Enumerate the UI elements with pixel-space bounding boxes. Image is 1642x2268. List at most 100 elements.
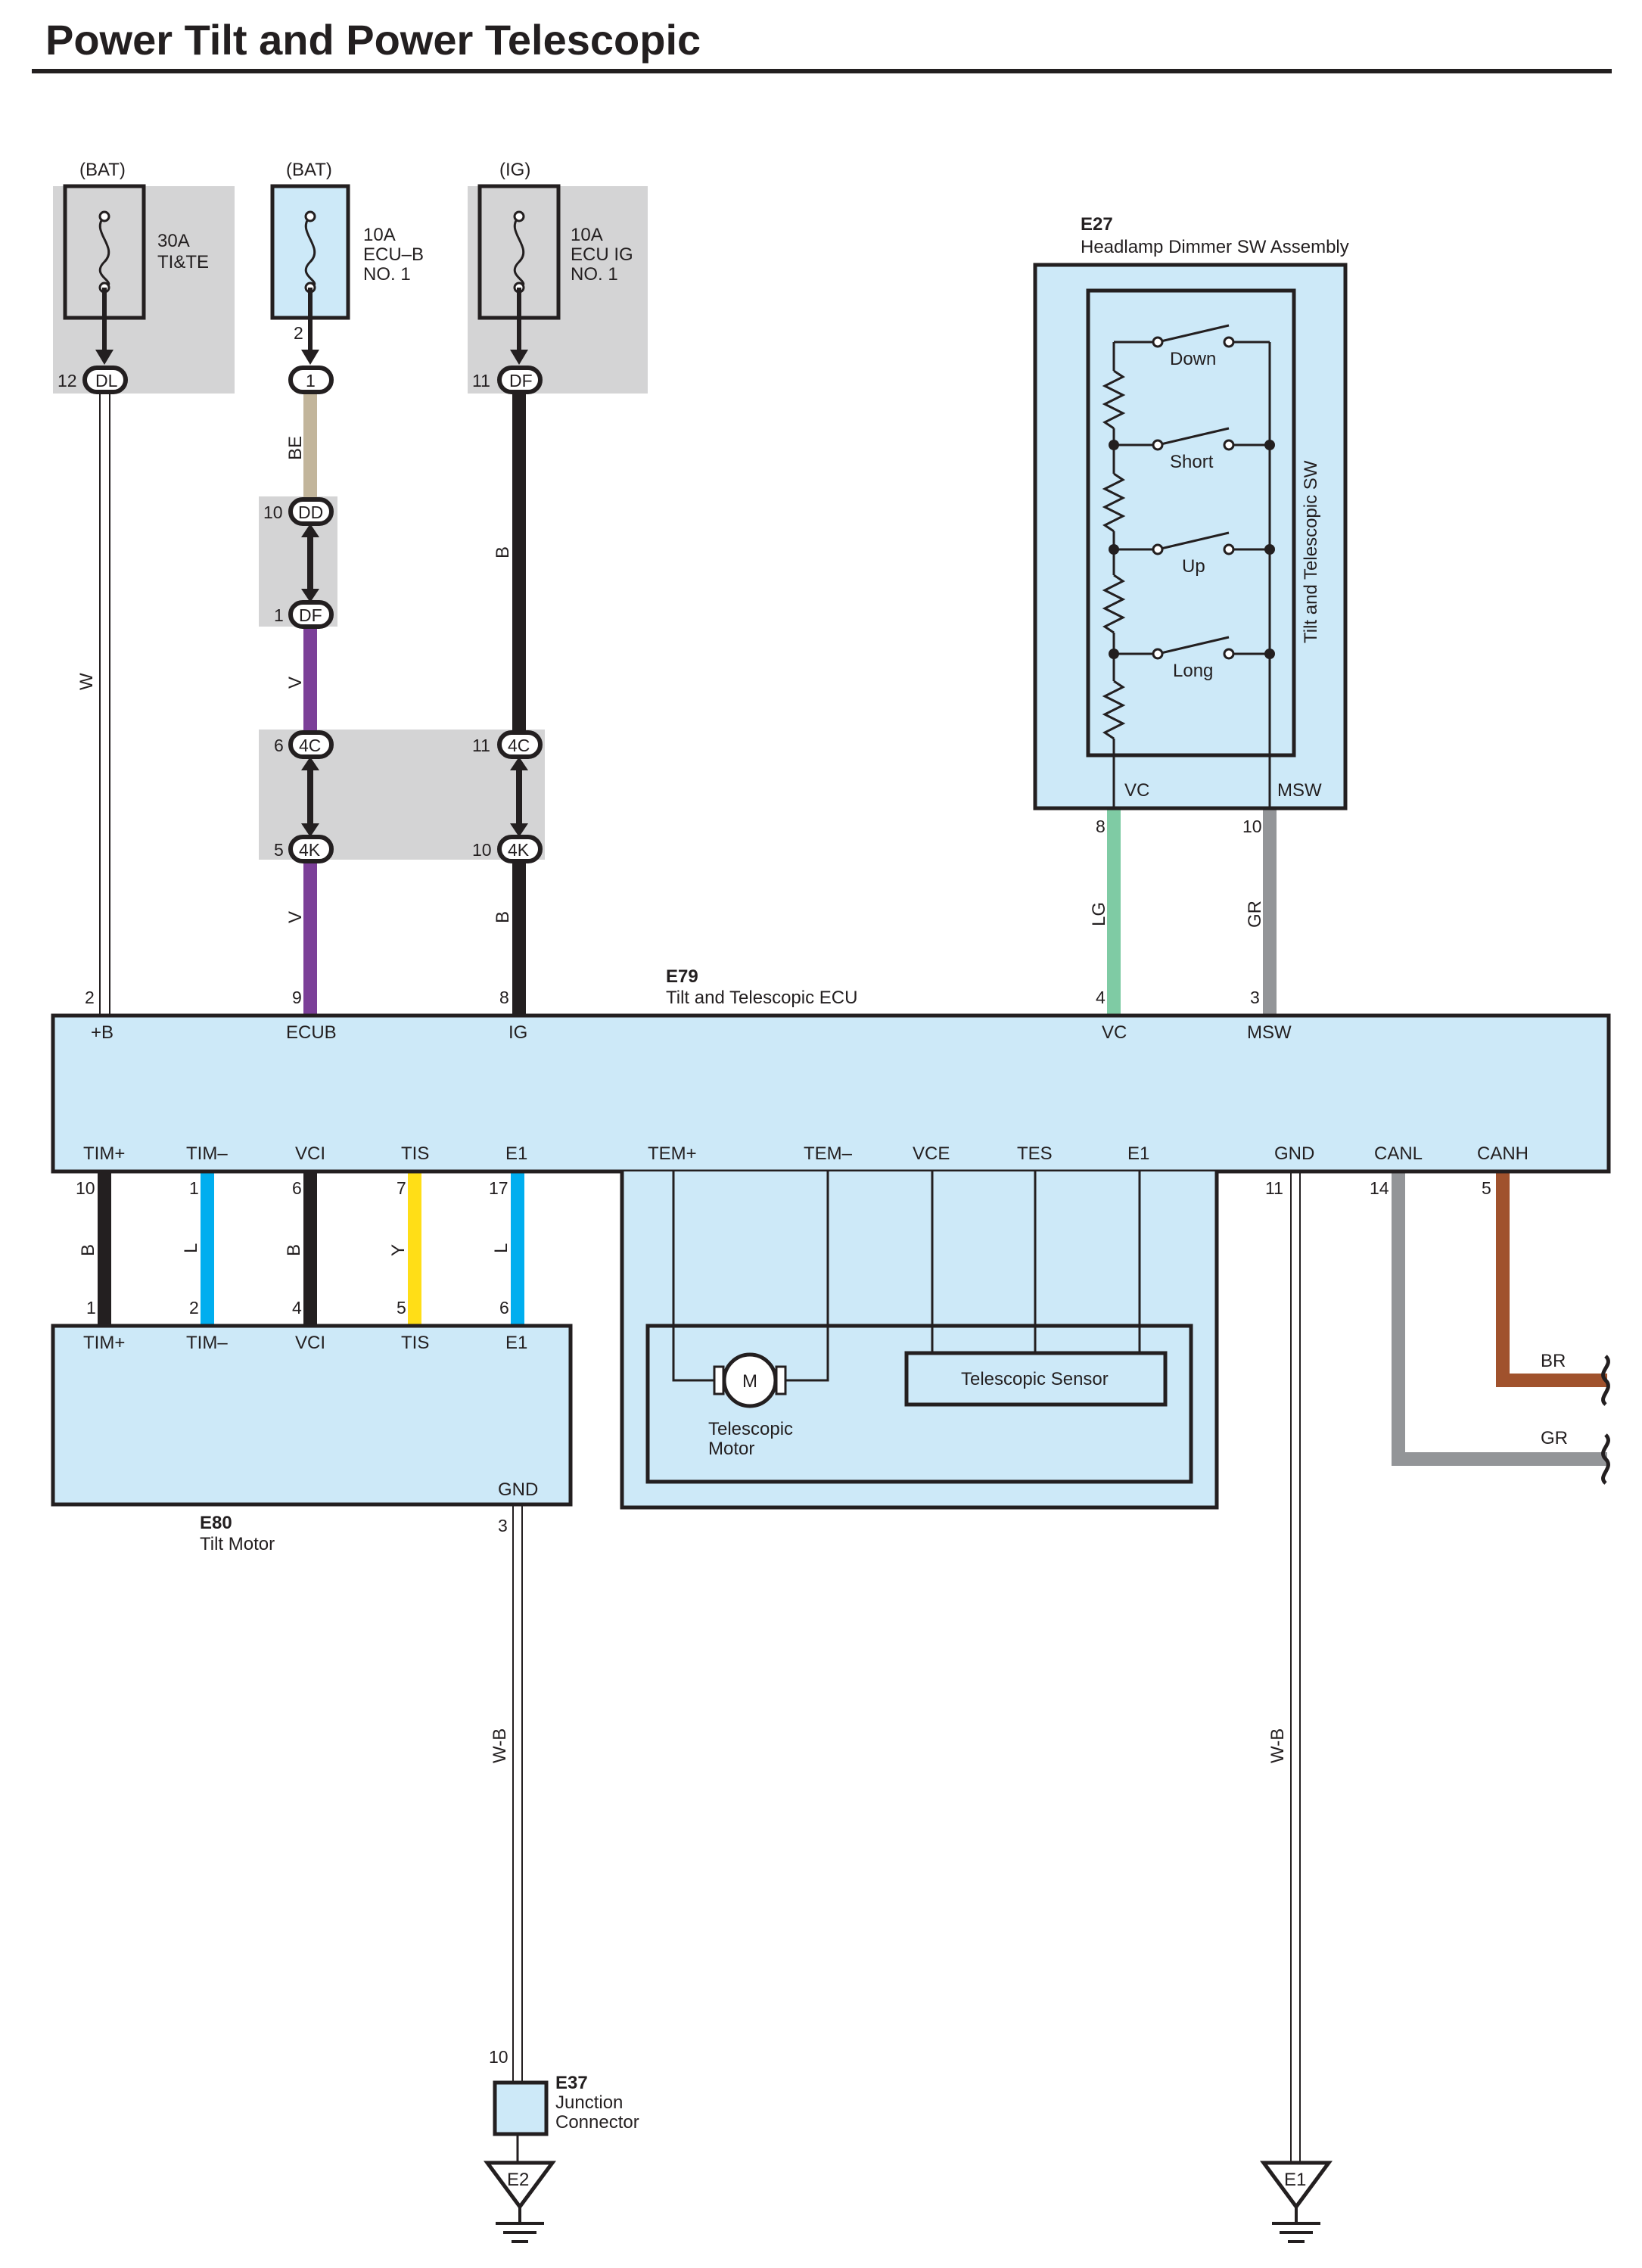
wire-label-vci: B (284, 1244, 304, 1256)
wire-label-b1: B (493, 546, 513, 558)
ecu-terminal-tem-plus: TEM+ (648, 1143, 697, 1164)
svg-text:4C: 4C (508, 736, 530, 755)
junction-name: Junction (555, 2092, 623, 2113)
junction-pin: 10 (489, 2047, 508, 2067)
ground-e2-icon (484, 2161, 556, 2243)
svg-text:1: 1 (306, 371, 316, 390)
svg-text:4C: 4C (299, 736, 321, 755)
svg-text:4K: 4K (508, 840, 530, 860)
telescopic-sensor-box (904, 1351, 1168, 1407)
junction-code: E37 (555, 2073, 588, 2093)
ecu-terminal-vc: VC (1102, 1022, 1127, 1043)
ground-e2-label: E2 (507, 2170, 529, 2190)
tilt-pin-tis: 5 (397, 1298, 406, 1318)
wire-label-be: BE (285, 436, 306, 460)
svg-text:DF: DF (299, 605, 322, 625)
tilt-terminal-e1: E1 (505, 1333, 527, 1353)
wire-label-tis: Y (388, 1244, 409, 1256)
switch-terminal-msw: MSW (1277, 780, 1322, 801)
tilt-pin-tim-minus: 2 (189, 1298, 199, 1318)
svg-text:DF: DF (509, 371, 533, 390)
ecu-terminal-tim-minus: TIM– (186, 1143, 228, 1164)
tilt-terminal-tis: TIS (401, 1333, 429, 1353)
telescopic-sensor-label: Telescopic Sensor (961, 1369, 1109, 1389)
ecu-pin-gnd: 11 (1265, 1178, 1283, 1198)
pin-4k-b: 10 (472, 840, 492, 860)
ecu-pin-ig: 8 (499, 988, 509, 1007)
pin-4c-b: 11 (472, 736, 490, 755)
connector-df: DF (288, 589, 334, 629)
ecu-pin-ecub: 9 (292, 988, 302, 1007)
wire-label-lg: LG (1089, 902, 1109, 926)
pin-fuse-2: 2 (294, 323, 303, 343)
connector-1: 1 (288, 350, 334, 394)
fuse-3-name2: NO. 1 (571, 264, 618, 285)
telescopic-motor-label: Telescopic (708, 1419, 793, 1439)
tilt-gnd-label: GND (498, 1479, 538, 1500)
switch-position-down: Down (1170, 349, 1216, 369)
fuse-2-name2: NO. 1 (363, 264, 411, 285)
ecu-pin-tim-plus: 10 (76, 1178, 95, 1198)
switch-assembly (1033, 263, 1348, 810)
fuse-2-rating: 10A (363, 225, 396, 245)
tilt-terminal-tim-plus: TIM+ (83, 1333, 125, 1353)
fuse-1-rating: 30A (157, 231, 190, 251)
switch-position-short: Short (1170, 452, 1214, 472)
switch-inner-label: Tilt and Telescopic SW (1301, 460, 1321, 643)
pin-4k-a: 5 (274, 840, 284, 860)
connector-dd: DD (288, 497, 334, 537)
tilt-terminal-vci: VCI (295, 1333, 325, 1353)
svg-text:DL: DL (95, 371, 118, 390)
pin-4c-a: 6 (274, 736, 284, 755)
wire-label-b2: B (493, 911, 513, 923)
switch-position-long: Long (1173, 661, 1213, 681)
fuse-3-rating: 10A (571, 225, 603, 245)
wire-label-tim-plus: B (78, 1244, 98, 1256)
pin-dd: 10 (263, 502, 283, 522)
ecu-pin-plus-b: 2 (85, 988, 95, 1007)
tilt-pin-tim-plus: 1 (86, 1298, 96, 1318)
connector-dl: DL (82, 350, 128, 394)
wire-wb-ecu (1290, 1171, 1301, 2163)
ecu-terminal-tes: TES (1017, 1143, 1053, 1164)
tilt-motor-code: E80 (200, 1513, 232, 1533)
ecu-terminal-tis: TIS (401, 1143, 429, 1164)
svg-text:M: M (742, 1371, 757, 1392)
ecu-box (51, 1013, 1611, 1174)
wire-wb-tilt (512, 1504, 523, 2083)
wire-label-v2: V (285, 911, 306, 923)
switch-circuit (1102, 324, 1275, 808)
switch-name: Headlamp Dimmer SW Assembly (1081, 237, 1349, 257)
connector-4c-a: 4C (288, 730, 334, 770)
svg-text:DD: DD (298, 502, 323, 522)
ecu-pin-canl: 14 (1370, 1178, 1389, 1198)
ecu-pin-vci: 6 (292, 1178, 302, 1198)
wire-label-br: BR (1541, 1351, 1566, 1371)
switch-terminal-vc: VC (1124, 780, 1149, 801)
telescopic-internal-wiring (672, 1171, 1141, 1382)
connector-4c-b: 4C (497, 730, 543, 770)
ecu-name: Tilt and Telescopic ECU (666, 988, 857, 1008)
ecu-pin-canh: 5 (1482, 1178, 1491, 1198)
ground-e1-icon (1260, 2161, 1333, 2243)
ecu-code: E79 (666, 966, 698, 987)
pin-df-top: 11 (472, 371, 490, 390)
ecu-terminal-vce: VCE (913, 1143, 950, 1164)
tilt-pin-e1: 6 (499, 1298, 509, 1318)
ecu-terminal-plus-b: +B (91, 1022, 114, 1043)
wire-label-wb1: W-B (490, 1728, 510, 1763)
wire-label-e1: L (491, 1243, 512, 1253)
telescopic-inner-box (645, 1324, 1193, 1484)
wire-label-wb2: W-B (1267, 1728, 1288, 1763)
switch-code: E27 (1081, 214, 1113, 235)
ecu-pin-tim-minus: 1 (189, 1178, 199, 1198)
wire-label-v1: V (285, 677, 306, 689)
tilt-terminal-tim-minus: TIM– (186, 1333, 228, 1353)
ecu-terminal-e1-tel: E1 (1127, 1143, 1149, 1164)
wire-label-gr: GR (1245, 901, 1265, 928)
wire-end-br (1601, 1355, 1610, 1406)
wire-canh-br (1496, 1171, 1607, 1387)
tilt-motor-box (51, 1324, 573, 1507)
telescopic-motor-label2: Motor (708, 1439, 754, 1459)
fuse-3-source: (IG) (499, 160, 530, 180)
